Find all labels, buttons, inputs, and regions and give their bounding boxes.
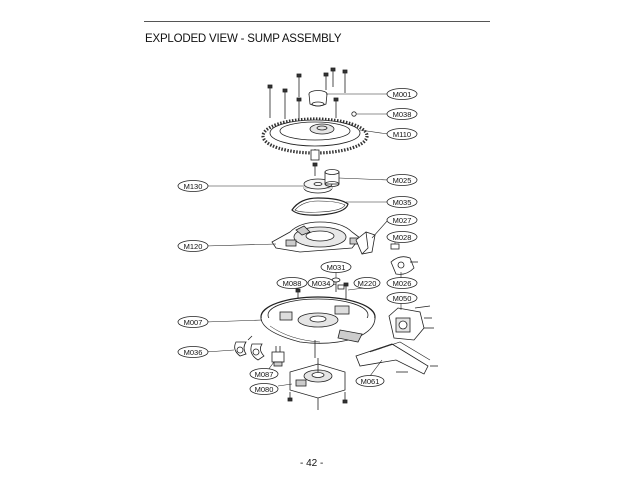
callout-m080: M080 [249,383,279,395]
screw [342,69,348,93]
callout-m110: M110 [386,128,418,140]
svg-text:M061: M061 [361,377,380,386]
part-small-nut-2 [337,284,345,290]
callout-m050: M050 [386,292,418,304]
svg-text:M038: M038 [393,110,412,119]
svg-text:M130: M130 [184,182,203,191]
svg-text:M028: M028 [393,233,412,242]
callout-m120: M120 [177,240,209,252]
screw [282,88,288,119]
part-drain-pump [388,305,434,341]
header-rule [144,21,490,22]
callout-m031: M031 [320,261,352,273]
callout-m027: M027 [386,214,418,226]
callout-m088: M088 [276,277,308,289]
callout-m087: M087 [249,368,279,380]
part-drive-motor [324,169,340,187]
svg-text:M035: M035 [393,198,412,207]
part-sump-base [260,296,376,358]
part-spiked-wheel [261,117,369,161]
leader-lines [205,93,402,387]
page-number: - 42 - [300,458,324,469]
screw [296,73,302,97]
svg-text:M001: M001 [393,90,412,99]
svg-text:M087: M087 [255,370,274,379]
callout-m028: M028 [386,231,418,243]
callout-m220: M220 [353,277,381,289]
callout-m026: M026 [386,277,418,289]
screw [330,67,336,87]
callout-m001: M001 [386,88,418,100]
part-valve [390,256,418,275]
page-title: EXPLODED VIEW - SUMP ASSEMBLY [145,33,342,45]
callout-m038: M038 [386,108,418,120]
svg-text:M027: M027 [393,216,412,225]
part-bracket [355,231,376,255]
part-heater-bracket [355,341,438,375]
screw [296,97,302,119]
part-circulation-motor [287,358,348,410]
callout-m034: M034 [307,277,335,289]
part-gasket [291,197,349,216]
screw [267,84,273,118]
part-small-nut [351,111,357,117]
screw [323,72,329,90]
part-sensor [271,346,285,367]
svg-text:M026: M026 [393,279,412,288]
svg-text:M031: M031 [327,263,346,272]
part-small-screw [312,162,318,176]
svg-text:M034: M034 [312,279,331,288]
svg-text:M025: M025 [393,176,412,185]
callout-m025-top: M025 [386,174,418,186]
screw [333,97,339,118]
svg-text:M088: M088 [283,279,302,288]
svg-text:M110: M110 [393,130,411,139]
callout-m007: M007 [177,316,209,328]
callout-m036: M036 [177,346,209,358]
part-housing-cover [271,221,361,253]
svg-text:M036: M036 [184,348,203,357]
callout-m061: M061 [355,375,385,387]
callout-m035: M035 [386,196,418,208]
svg-text:M220: M220 [358,279,377,288]
top-screws [267,67,348,119]
part-hose-clamps [234,335,265,361]
part-connector [390,243,400,250]
svg-text:M080: M080 [255,385,274,394]
svg-text:M120: M120 [184,242,203,251]
callout-m130: M130 [177,180,209,192]
svg-text:M007: M007 [184,318,203,327]
svg-text:M050: M050 [393,294,412,303]
part-cap [308,90,328,107]
